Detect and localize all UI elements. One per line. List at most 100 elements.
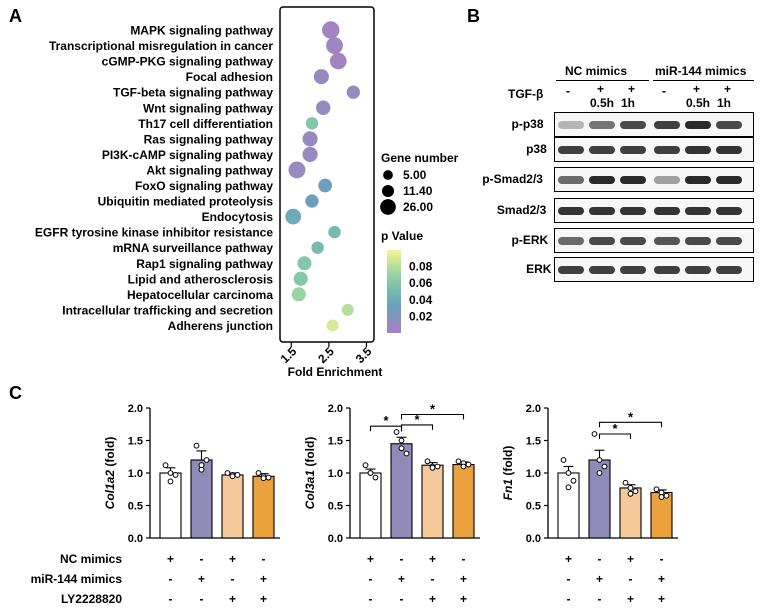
pathway-label: TGF-beta signaling pathway xyxy=(113,86,273,100)
data-point xyxy=(434,463,441,470)
y-tick-label: 1.5 xyxy=(526,436,541,448)
data-point xyxy=(367,470,374,476)
wb-lane-sign: - xyxy=(662,84,666,98)
wb-band xyxy=(589,146,615,154)
wb-lane-time: 1h xyxy=(621,96,636,110)
wb-lane-sign: + xyxy=(597,82,605,96)
wb-band xyxy=(620,207,646,215)
y-tick-label: 1.0 xyxy=(128,468,143,480)
data-point xyxy=(203,457,210,463)
data-point xyxy=(627,490,634,497)
wb-band xyxy=(558,266,584,274)
treatment-sign: + xyxy=(658,592,665,606)
treatment-sign: - xyxy=(200,552,204,566)
wb-band xyxy=(685,207,711,215)
treatment-sign: + xyxy=(260,592,267,606)
significance-bracket xyxy=(400,413,465,420)
color-legend-bar xyxy=(387,250,401,333)
wb-band xyxy=(716,266,742,274)
pathway-label: Akt signaling pathway xyxy=(146,163,273,177)
data-point xyxy=(424,458,431,465)
pathway-label: PI3K-cAMP signaling pathway xyxy=(102,148,273,162)
data-point xyxy=(429,464,436,471)
treatment-sign: + xyxy=(260,572,267,586)
panel-letter-c: C xyxy=(9,383,22,403)
wb-band xyxy=(685,266,711,274)
wb-band xyxy=(558,146,584,154)
significance-star: * xyxy=(383,413,389,428)
wb-treatment-label: TGF-β xyxy=(508,87,544,101)
wb-lane-time: 1h xyxy=(717,96,732,110)
pathway-bubble xyxy=(328,225,341,239)
y-tick-label: 1.5 xyxy=(328,436,343,448)
treatment-sign: - xyxy=(169,572,173,586)
data-point xyxy=(653,486,660,493)
data-point xyxy=(398,437,405,444)
wb-group-nc-line xyxy=(556,80,649,81)
wb-band xyxy=(716,146,742,154)
treatment-sign: + xyxy=(398,572,405,586)
pathway-bubble xyxy=(329,52,347,70)
wb-band xyxy=(716,237,742,245)
wb-band xyxy=(716,121,742,129)
wb-band xyxy=(716,207,742,215)
color-legend-tick: 0.02 xyxy=(409,309,433,323)
pathway-label: Ras signaling pathway xyxy=(144,132,274,146)
treatment-sign: + xyxy=(627,592,634,606)
data-point xyxy=(565,470,572,476)
wb-band-strip xyxy=(554,198,754,223)
wb-band-strip xyxy=(554,228,754,253)
y-tick-label: 0.0 xyxy=(328,533,343,545)
wb-band xyxy=(589,266,615,274)
pathway-label: Hepatocellular carcinoma xyxy=(127,288,273,302)
data-point xyxy=(393,429,400,435)
wb-band xyxy=(620,146,646,154)
wb-lane-time: 0.5h xyxy=(686,96,711,110)
data-point xyxy=(162,462,169,469)
pathway-label: Lipid and atherosclerosis xyxy=(128,272,274,286)
y-axis-label: Col1a2 (fold) xyxy=(103,437,117,510)
y-tick-label: 0.0 xyxy=(526,533,541,545)
wb-lane-sign: + xyxy=(693,82,701,96)
wb-row-label: p-ERK xyxy=(511,233,549,247)
wb-band xyxy=(558,176,584,184)
treatment-sign: + xyxy=(198,572,205,586)
pathway-bubble xyxy=(293,271,308,286)
treatment-label: miR-144 mimics xyxy=(31,572,123,586)
treatment-sign: - xyxy=(231,572,235,586)
wb-lane-sign: - xyxy=(566,84,570,98)
wb-group-mir-label: miR-144 mimics xyxy=(655,64,747,78)
wb-band-strip xyxy=(554,167,754,192)
treatment-sign: + xyxy=(429,592,436,606)
wb-row-label: Smad2/3 xyxy=(496,203,547,217)
pathway-bubble xyxy=(341,303,354,316)
pathway-bubble xyxy=(288,161,306,179)
bubble-plot-frame xyxy=(279,6,375,343)
wb-band xyxy=(716,176,742,184)
y-axis-label: Col3a1 (fold) xyxy=(303,437,317,510)
x-axis-label: Fold Enrichment xyxy=(288,365,383,379)
wb-row-label: p-Smad2/3 xyxy=(482,172,543,186)
wb-band-strip xyxy=(554,137,754,162)
significance-bracket xyxy=(400,424,434,430)
bar xyxy=(452,464,475,539)
wb-band xyxy=(654,266,680,274)
significance-star: * xyxy=(414,412,420,427)
wb-band xyxy=(589,121,615,129)
pathway-label: mRNA surveillance pathway xyxy=(113,241,274,255)
pathway-label: Ubiquitin mediated proteolysis xyxy=(98,195,274,209)
wb-band xyxy=(654,176,680,184)
x-tick-label: 3.5 xyxy=(353,344,375,366)
pathway-label: EGFR tyrosine kinase inhibitor resistanc… xyxy=(35,226,273,240)
data-point xyxy=(398,445,405,452)
treatment-sign: - xyxy=(660,552,664,566)
treatment-label: LY2228820 xyxy=(61,592,122,606)
treatment-sign: - xyxy=(431,572,435,586)
wb-row-label: p38 xyxy=(526,142,547,156)
treatment-sign: + xyxy=(429,552,436,566)
data-point xyxy=(465,461,472,468)
significance-star: * xyxy=(612,421,618,436)
